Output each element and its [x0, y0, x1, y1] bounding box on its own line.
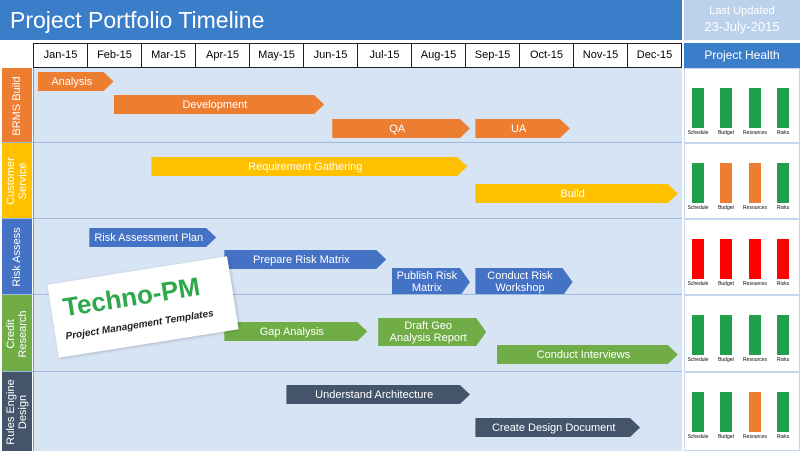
lane-label-text: BRMS Build — [11, 75, 23, 136]
health-caption: Risks — [776, 281, 790, 287]
health-indicator-budget — [720, 315, 732, 355]
task-bar[interactable]: Development — [114, 95, 325, 114]
health-indicator-resources — [749, 315, 761, 355]
health-caption: Budget — [718, 357, 734, 363]
health-caption: Resources — [743, 281, 767, 287]
health-caption: Resources — [743, 205, 767, 211]
last-updated-date: 23-July-2015 — [704, 19, 780, 34]
health-caption: Resources — [743, 357, 767, 363]
task-bar[interactable]: Create Design Document — [475, 418, 640, 437]
month-nov-15: Nov-15 — [573, 43, 628, 68]
health-indicator-resources — [749, 239, 761, 279]
health-caption: Resources — [743, 130, 767, 136]
health-caption: Risks — [776, 357, 790, 363]
task-bar[interactable]: Conduct Interviews — [497, 345, 678, 364]
lane-background — [34, 143, 682, 219]
month-feb-15: Feb-15 — [87, 43, 142, 68]
health-caption: Schedule — [687, 205, 709, 211]
task-bar[interactable]: Understand Architecture — [286, 385, 470, 404]
health-indicator-risks — [777, 88, 789, 128]
health-indicator-schedule — [692, 315, 704, 355]
health-indicator-resources — [749, 163, 761, 203]
task-bar[interactable]: QA — [332, 119, 470, 138]
health-caption: Budget — [718, 130, 734, 136]
health-indicator-schedule — [692, 239, 704, 279]
lane-divider — [33, 68, 34, 451]
month-sep-15: Sep-15 — [465, 43, 520, 68]
task-bar[interactable]: UA — [475, 119, 570, 138]
month-jun-15: Jun-15 — [303, 43, 358, 68]
title-bar: Project Portfolio Timeline — [0, 0, 682, 40]
month-oct-15: Oct-15 — [519, 43, 574, 68]
lane-background — [34, 372, 682, 451]
health-caption: Budget — [718, 434, 734, 440]
health-caption: Budget — [718, 205, 734, 211]
month-jul-15: Jul-15 — [357, 43, 412, 68]
month-jan-15: Jan-15 — [33, 43, 88, 68]
health-indicator-budget — [720, 392, 732, 432]
task-bar[interactable]: Analysis — [38, 72, 114, 91]
lane-separator — [2, 218, 682, 219]
health-indicator-schedule — [692, 392, 704, 432]
task-bar[interactable]: Gap Analysis — [224, 322, 367, 341]
last-updated-box: Last Updated 23-July-2015 — [684, 0, 800, 40]
task-bar[interactable]: Prepare Risk Matrix — [224, 250, 386, 269]
health-indicator-budget — [720, 163, 732, 203]
health-caption: Resources — [743, 434, 767, 440]
month-mar-15: Mar-15 — [141, 43, 196, 68]
health-indicator-resources — [749, 392, 761, 432]
lane-label: BRMS Build — [2, 68, 32, 143]
lane-separator — [2, 371, 682, 372]
project-health-header: Project Health — [684, 43, 800, 68]
health-caption: Schedule — [687, 281, 709, 287]
health-indicator-schedule — [692, 88, 704, 128]
lane-label-text: Risk Assess — [11, 227, 23, 287]
health-indicator-risks — [777, 392, 789, 432]
month-apr-15: Apr-15 — [195, 43, 250, 68]
month-may-15: May-15 — [249, 43, 304, 68]
page-title: Project Portfolio Timeline — [10, 7, 265, 33]
health-caption: Budget — [718, 281, 734, 287]
last-updated-label: Last Updated — [709, 5, 775, 17]
month-dec-15: Dec-15 — [627, 43, 682, 68]
lane-separator — [2, 142, 682, 143]
lane-label: Risk Assess — [2, 219, 32, 295]
health-indicator-budget — [720, 88, 732, 128]
lane-separator — [2, 294, 682, 295]
health-caption: Schedule — [687, 357, 709, 363]
health-indicator-risks — [777, 315, 789, 355]
health-caption: Risks — [776, 205, 790, 211]
health-indicator-risks — [777, 239, 789, 279]
month-aug-15: Aug-15 — [411, 43, 466, 68]
task-bar[interactable]: Risk Assessment Plan — [89, 228, 216, 247]
health-indicator-schedule — [692, 163, 704, 203]
health-caption: Schedule — [687, 434, 709, 440]
health-caption: Schedule — [687, 130, 709, 136]
task-bar[interactable]: Requirement Gathering — [151, 157, 467, 176]
task-bar[interactable]: Build — [475, 184, 678, 203]
health-indicator-resources — [749, 88, 761, 128]
health-indicator-risks — [777, 163, 789, 203]
health-indicator-budget — [720, 239, 732, 279]
health-caption: Risks — [776, 130, 790, 136]
health-caption: Risks — [776, 434, 790, 440]
